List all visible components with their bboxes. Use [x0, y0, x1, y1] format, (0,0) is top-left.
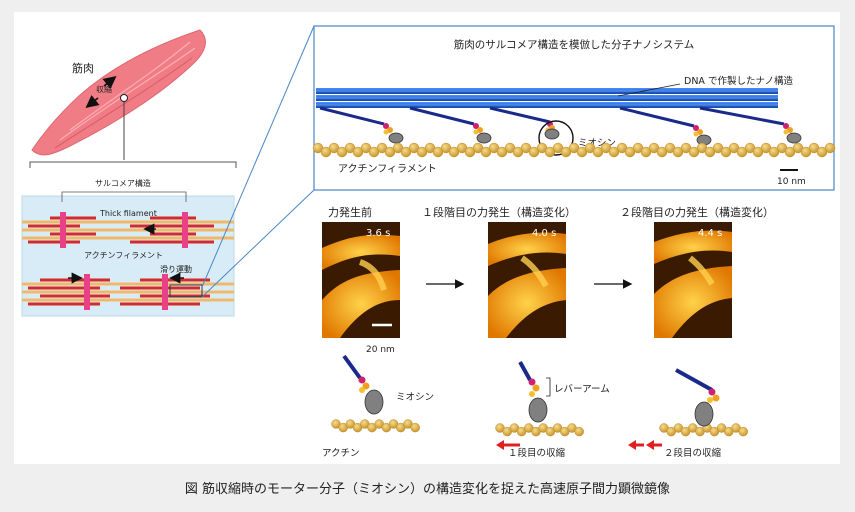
time-1: 4.0 s	[532, 228, 556, 239]
actin-bead	[410, 422, 420, 433]
nano-title: 筋肉のサルコメア構造を模倣した分子ナノシステム	[454, 38, 694, 51]
afm-image-2	[654, 222, 732, 338]
myosin-schematic-1	[518, 361, 551, 423]
scale-10nm-label: 10 nm	[777, 177, 806, 187]
stage2-label: ２段目の収縮	[664, 447, 721, 459]
muscle-label: 筋肉	[72, 61, 94, 75]
myosin-schematic-2	[675, 368, 720, 427]
thick-filament-label: Thick filament	[99, 209, 157, 218]
actin-label: アクチン	[322, 448, 360, 459]
zoom-line-top	[201, 25, 315, 288]
phase1-label: １段階目の力発生（構造変化）	[422, 205, 576, 219]
zoom-line-bottom	[201, 189, 315, 298]
bracket	[29, 161, 237, 168]
sliding-label: 滑り運動	[160, 264, 192, 274]
phase0-label: 力発生前	[328, 205, 372, 219]
scale-20nm-label: 20 nm	[366, 345, 395, 355]
stage1-label: １段目の収縮	[508, 447, 565, 459]
myosin-label-bottom: ミオシン	[396, 392, 434, 403]
afm-image-1	[488, 222, 566, 338]
dna-label: DNA で作製したナノ構造	[684, 75, 793, 87]
actin-bottom-1	[495, 423, 584, 437]
actin-bead	[738, 426, 748, 437]
phase2-label: ２段階目の力発生（構造変化）	[620, 205, 774, 219]
actin-bead	[824, 142, 836, 154]
time-2: 4.4 s	[698, 228, 722, 239]
sarcomere-top-row	[22, 212, 234, 248]
actin-filament-label-top: アクチンフィラメント	[338, 163, 437, 175]
time-0: 3.6 s	[366, 228, 390, 239]
myosin-heads-top	[319, 106, 802, 146]
lever-arm-label: レバーアーム	[554, 384, 610, 395]
contraction-label: 収縮	[96, 84, 112, 94]
actin-filament-top	[312, 142, 836, 158]
sarcomere-bottom-row	[22, 272, 234, 310]
myosin-schematic-0	[342, 354, 384, 415]
actin-bead	[574, 426, 584, 437]
sarcomere-label: サルコメア構造	[95, 178, 151, 188]
actin-bottom-0	[331, 419, 420, 433]
figure-caption: 図 筋収縮時のモーター分子（ミオシン）の構造変化を捉えた高速原子間力顕微鏡像	[184, 482, 671, 497]
myosin-highlight-circle	[538, 120, 574, 156]
myosin-label-top: ミオシン	[578, 138, 616, 149]
actin-filament-label: アクチンフィラメント	[84, 251, 163, 260]
actin-bottom-2	[659, 423, 748, 437]
dna-nanostructure	[316, 88, 778, 108]
muscle-illustration	[31, 29, 206, 160]
afm-image-0	[322, 222, 400, 338]
